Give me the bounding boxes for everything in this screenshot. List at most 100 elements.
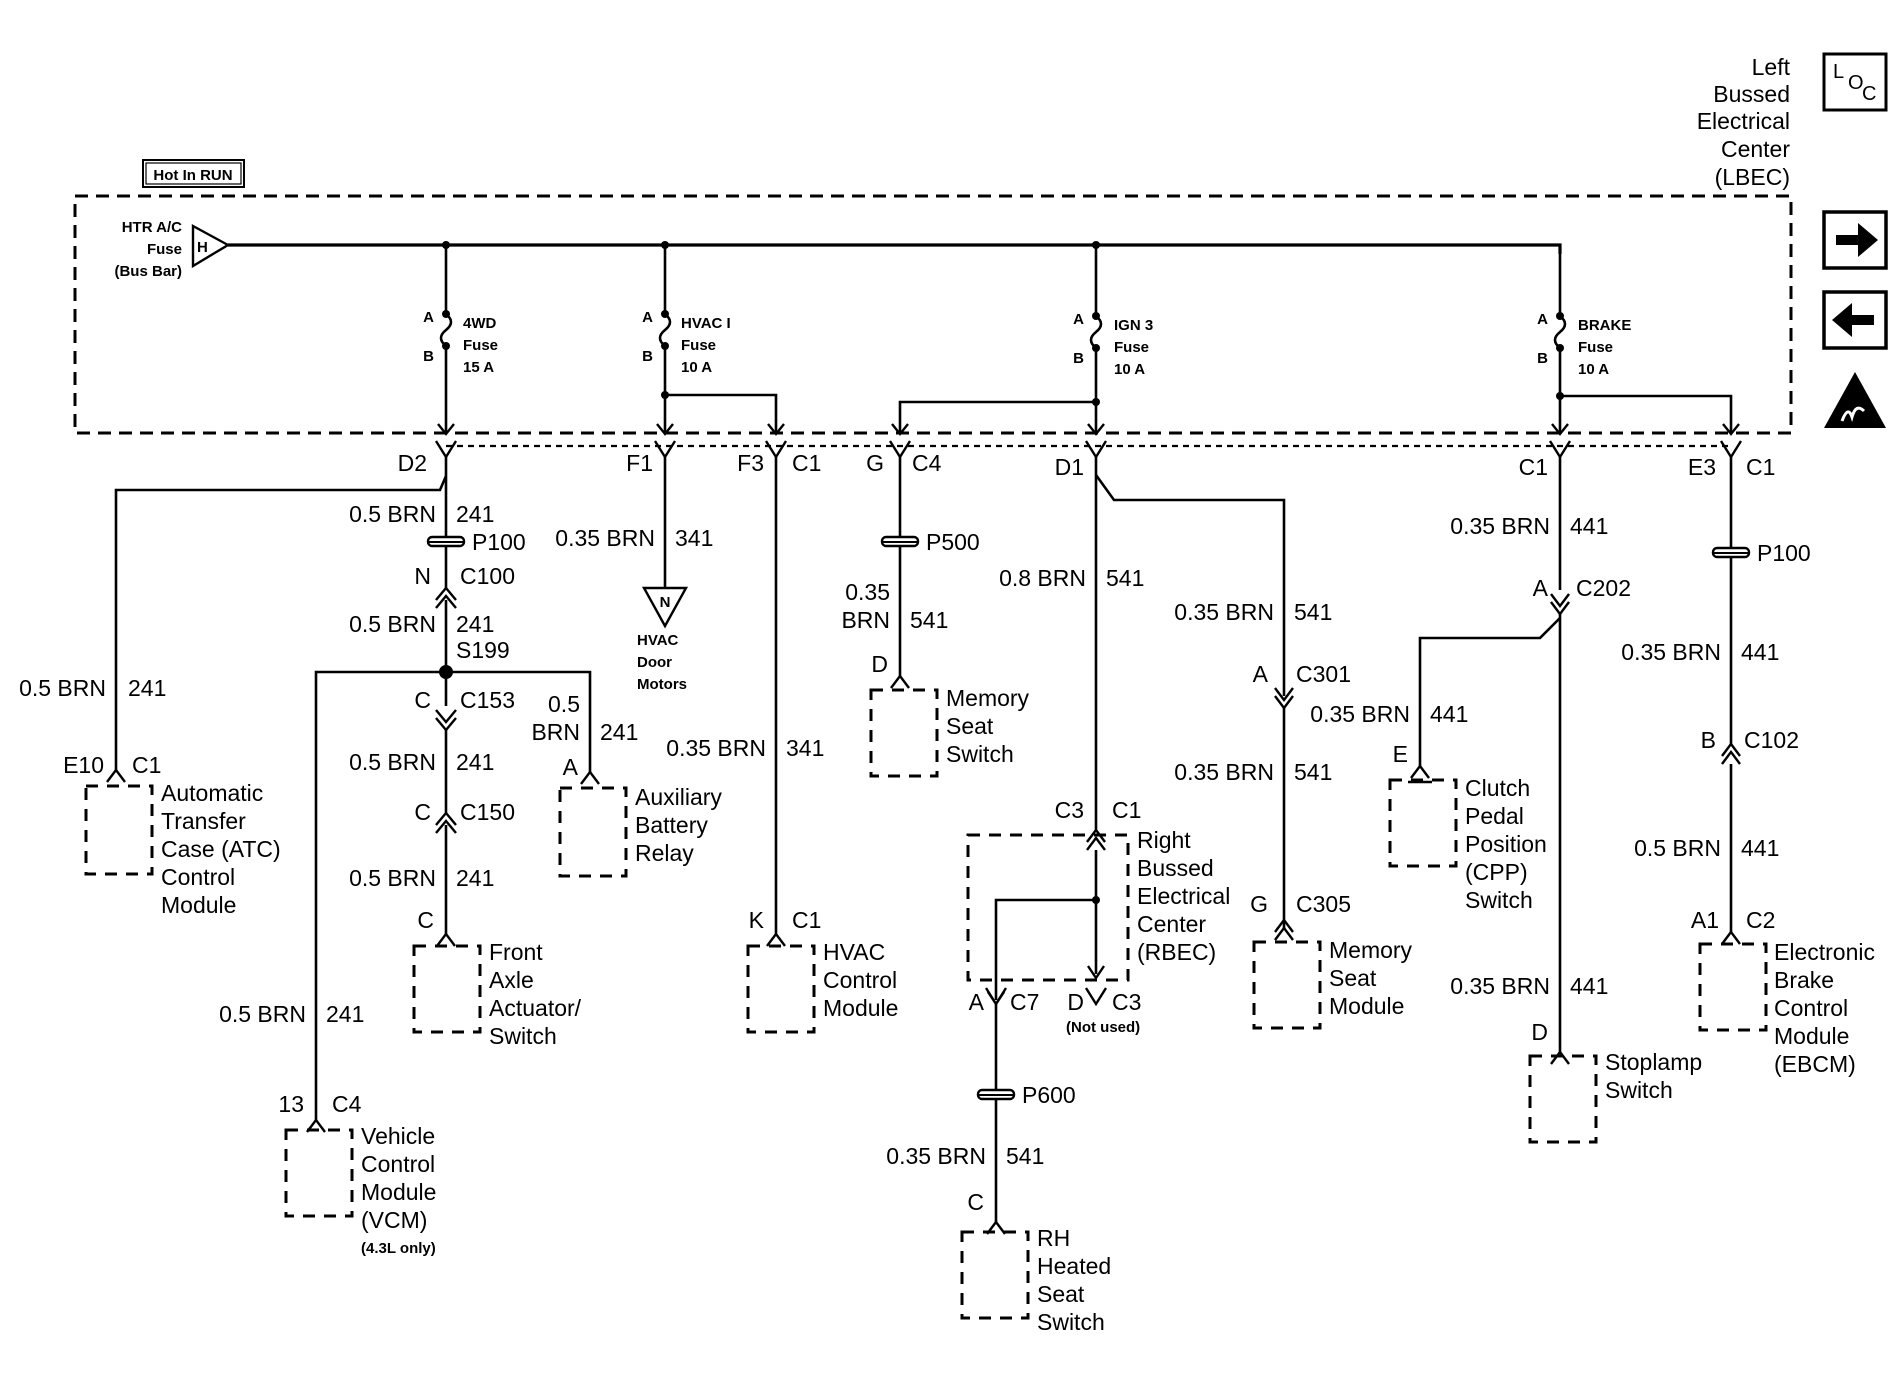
source-label: Fuse bbox=[147, 241, 182, 258]
fuse-label: 10 A bbox=[681, 359, 712, 376]
connector-label: G bbox=[866, 450, 884, 476]
lbec-title-line: (LBEC) bbox=[1715, 164, 1790, 190]
lbec-title-line: Center bbox=[1721, 136, 1790, 162]
component-label: Transfer bbox=[161, 808, 246, 834]
wire-label: 0.35 BRN bbox=[666, 735, 766, 761]
component-label: (RBEC) bbox=[1137, 939, 1216, 965]
connector-label: F1 bbox=[626, 450, 653, 476]
wire-label: 0.35 BRN bbox=[1450, 973, 1550, 999]
atc-control-module: E10 C1 Automatic Transfer Case (ATC) Con… bbox=[63, 752, 281, 918]
loc-letter: C bbox=[1862, 83, 1876, 105]
component-label: Module bbox=[1329, 993, 1404, 1019]
wire-label: 241 bbox=[456, 501, 494, 527]
rh-heated-seat-switch: C RH Heated Seat Switch bbox=[960, 1189, 1111, 1335]
hvac-control-module: K C1 HVAC Control Module bbox=[746, 907, 898, 1034]
splice-label: P600 bbox=[1022, 1082, 1076, 1108]
component-label: Switch bbox=[1605, 1077, 1673, 1103]
wire-label: 441 bbox=[1741, 639, 1779, 665]
connector-label: C1 bbox=[792, 450, 821, 476]
component-label: Control bbox=[823, 967, 897, 993]
connector-label: C305 bbox=[1296, 891, 1351, 917]
fuse-label: 15 A bbox=[463, 359, 494, 376]
connector-label: C3 bbox=[1055, 797, 1084, 823]
component-label: Stoplamp bbox=[1605, 1049, 1702, 1075]
component-label: Module bbox=[823, 995, 898, 1021]
arrow-right-icon[interactable] bbox=[1822, 210, 1888, 270]
connector-label: C153 bbox=[460, 687, 515, 713]
wire-label: 0.5 BRN bbox=[1634, 835, 1721, 861]
wire-label: 0.35 BRN bbox=[1621, 639, 1721, 665]
connector-label: A bbox=[563, 754, 579, 780]
component-label: Position bbox=[1465, 831, 1547, 857]
component-label: Control bbox=[361, 1151, 435, 1177]
component-label: Clutch bbox=[1465, 775, 1530, 801]
connector-label: C bbox=[417, 907, 434, 933]
wire-label: 0.5 BRN bbox=[19, 675, 106, 701]
connector-label: C1 bbox=[1519, 454, 1548, 480]
connector-label: G bbox=[1250, 891, 1268, 917]
component-label: Center bbox=[1137, 911, 1206, 937]
connector-label: E10 bbox=[63, 752, 104, 778]
component-label: Bussed bbox=[1137, 855, 1214, 881]
hot-in-run-label: Hot In RUN bbox=[153, 167, 232, 184]
splice-label: P100 bbox=[472, 529, 526, 555]
fuse-pin: B bbox=[1073, 350, 1084, 367]
right-bussed-electrical-center: C3 C1 Right Bussed Electrical Center (RB… bbox=[966, 797, 1230, 1007]
wire-label: 541 bbox=[910, 607, 948, 633]
connector-label: C150 bbox=[460, 799, 515, 825]
component-label: Seat bbox=[1329, 965, 1377, 991]
wire-label: 241 bbox=[600, 719, 638, 745]
lbec-title-line: Bussed bbox=[1713, 81, 1790, 107]
component-label: Module bbox=[361, 1179, 436, 1205]
component-label: Electronic bbox=[1774, 939, 1875, 965]
component-label: Auxiliary bbox=[635, 784, 722, 810]
component-label: Axle bbox=[489, 967, 534, 993]
fuse-hvac-i: A B HVAC I Fuse 10 A bbox=[642, 245, 778, 432]
component-label: Module bbox=[1774, 1023, 1849, 1049]
wire-label: 0.35 BRN bbox=[1174, 759, 1274, 785]
connector-label: C bbox=[414, 799, 431, 825]
wire-label: 0.5 BRN bbox=[349, 611, 436, 637]
component-label: HVAC bbox=[637, 632, 679, 649]
connector-label: F3 bbox=[737, 450, 764, 476]
source-label: HTR A/C bbox=[122, 219, 182, 236]
component-label: Module bbox=[161, 892, 236, 918]
component-label: Control bbox=[161, 864, 235, 890]
connector-label: D bbox=[1067, 989, 1084, 1015]
component-label: Memory bbox=[1329, 937, 1413, 963]
connector-label: C1 bbox=[1746, 454, 1775, 480]
stoplamp-switch: D Stoplamp Switch bbox=[1528, 1019, 1702, 1144]
fuse-brake: A B BRAKE Fuse 10 A bbox=[1537, 254, 1733, 432]
fuse-label: HVAC I bbox=[681, 315, 731, 332]
circuit-241: P100 N C100 S199 C C153 C C150 0.5 BRN 2… bbox=[19, 457, 638, 1120]
source-terminal: H bbox=[197, 239, 208, 256]
wire-label: 241 bbox=[456, 865, 494, 891]
not-used-note: (Not used) bbox=[1066, 1019, 1140, 1036]
connector-label: C4 bbox=[912, 450, 942, 476]
component-label: Heated bbox=[1037, 1253, 1111, 1279]
lbec-title-line: Left bbox=[1752, 54, 1791, 80]
wire-label: 0.35 BRN bbox=[886, 1143, 986, 1169]
connector-label: N bbox=[414, 563, 431, 589]
fuse-label: 10 A bbox=[1578, 361, 1609, 378]
loc-icon[interactable]: L O C bbox=[1822, 52, 1888, 112]
component-label: Seat bbox=[946, 713, 994, 739]
component-label: Right bbox=[1137, 827, 1191, 853]
wire-label: 341 bbox=[786, 735, 824, 761]
fuse-label: Fuse bbox=[1114, 339, 1149, 356]
connector-label: C202 bbox=[1576, 575, 1631, 601]
connector-label: C4 bbox=[332, 1091, 362, 1117]
connector-label: C2 bbox=[1746, 907, 1775, 933]
arrow-left-icon[interactable] bbox=[1822, 290, 1888, 350]
wire-label: 0.35 BRN bbox=[555, 525, 655, 551]
splice-label: P100 bbox=[1757, 540, 1811, 566]
connector-label: A bbox=[969, 989, 985, 1015]
component-label: Seat bbox=[1037, 1281, 1085, 1307]
connector-label: C bbox=[967, 1189, 984, 1215]
component-label: Battery bbox=[635, 812, 708, 838]
lbec-arrowheads bbox=[437, 423, 1740, 436]
esd-warning-icon[interactable] bbox=[1824, 372, 1886, 428]
component-label: Automatic bbox=[161, 780, 263, 806]
auxiliary-battery-relay: A Auxiliary Battery Relay bbox=[558, 754, 722, 878]
wire-label: 0.5 BRN bbox=[349, 749, 436, 775]
